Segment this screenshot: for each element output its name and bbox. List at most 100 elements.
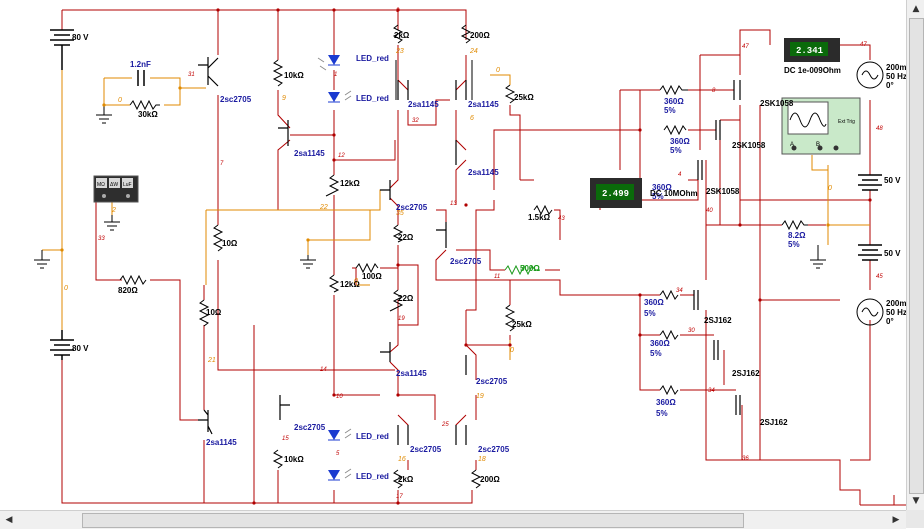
node-35: 35 xyxy=(396,210,404,217)
label-r22-a: 22Ω xyxy=(398,233,414,242)
node-15: 15 xyxy=(282,436,289,442)
label-r360-6: 360Ω xyxy=(656,398,676,407)
label-q2: 2sa1145 xyxy=(294,149,325,158)
node-0-a: 0 xyxy=(118,97,122,104)
voltmeter-top: 2.341 xyxy=(784,38,840,62)
vertical-scrollbar[interactable]: ▲ ▼ xyxy=(906,0,924,510)
label-r10k-a: 10kΩ xyxy=(284,71,304,80)
grounds xyxy=(34,105,826,269)
label-cap: 1.2nF xyxy=(130,60,151,69)
label-scope-b: B xyxy=(816,142,820,148)
label-ac-bot-3: 0° xyxy=(886,317,894,326)
label-r30k: 30kΩ xyxy=(138,110,158,119)
label-ac-bot-2: 50 Hz xyxy=(886,308,906,317)
node-36: 36 xyxy=(742,456,749,462)
transistors xyxy=(198,57,741,445)
label-q3: 2sa1145 xyxy=(408,100,439,109)
label-p5-5: 5% xyxy=(650,349,662,358)
node-0-f: 0 xyxy=(354,278,358,285)
node-10: 10 xyxy=(336,394,343,400)
label-r200-top: 200Ω xyxy=(470,31,490,40)
label-mos6: 2SJ162 xyxy=(760,418,788,427)
label-v50-top: 50 V xyxy=(884,176,901,185)
node-14: 14 xyxy=(320,367,327,373)
node-33: 33 xyxy=(98,236,105,242)
node-47: 47 xyxy=(860,42,867,48)
label-q6: 2sc2705 xyxy=(396,203,428,212)
label-led2: LED_red xyxy=(356,94,389,103)
label-ac-top-1: 200m xyxy=(886,63,906,72)
label-r22-b: 22Ω xyxy=(398,294,414,303)
label-r25k-top: 25kΩ xyxy=(514,93,534,102)
label-mm-3: LuF xyxy=(123,182,132,188)
label-led1: LED_red xyxy=(356,54,389,63)
node-7: 7 xyxy=(220,161,224,167)
label-mos2: 2SK1058 xyxy=(732,141,766,150)
node-40: 40 xyxy=(706,208,713,214)
label-mos4: 2SJ162 xyxy=(704,316,732,325)
node-6: 6 xyxy=(470,115,474,122)
node-3: 3 xyxy=(396,8,400,14)
label-p5-3: 5% xyxy=(652,192,664,201)
label-q12: 2sc2705 xyxy=(410,445,442,454)
black-wires xyxy=(395,60,473,100)
junctions xyxy=(216,8,872,505)
label-v80-bot: 80 V xyxy=(72,344,89,353)
label-q7: 2sc2705 xyxy=(450,257,482,266)
label-v80-top: 80 V xyxy=(72,33,89,42)
label-scope-a: A xyxy=(790,142,794,148)
label-led4: LED_red xyxy=(356,472,389,481)
meter-mid-readout: 2.499 xyxy=(602,189,629,199)
oscilloscope xyxy=(781,97,861,155)
vertical-scroll-thumb[interactable] xyxy=(909,18,924,494)
node-29: 30 xyxy=(688,328,695,334)
label-p5-r: 5% xyxy=(788,240,800,249)
label-ac-bot-1: 200m xyxy=(886,299,906,308)
label-r10-b: 10Ω xyxy=(206,308,222,317)
label-r12k-b: 12kΩ xyxy=(340,280,360,289)
label-r10k-b: 10kΩ xyxy=(284,455,304,464)
node-0-b: 0 xyxy=(828,185,832,192)
node-13: 13 xyxy=(450,201,457,207)
label-r200-bot: 200Ω xyxy=(480,475,500,484)
node-numbers: 31 0 7 9 2 22 23 24 1 33 12 8 6 32 35 13… xyxy=(64,8,883,500)
circuit-diagram: 2.341 2.499 80 V 80 V xyxy=(34,8,907,506)
label-r25k-b: 25kΩ xyxy=(512,320,532,329)
scroll-left-button[interactable]: ◀ xyxy=(5,515,13,525)
label-q11: 2sc2705 xyxy=(294,423,326,432)
label-mm-1: MΩ xyxy=(97,182,105,188)
node-2: 2 xyxy=(111,207,116,214)
scroll-down-button[interactable]: ▼ xyxy=(912,496,920,506)
node-48: 48 xyxy=(876,126,883,132)
horizontal-scrollbar[interactable]: ◀ ▶ xyxy=(0,510,906,529)
node-17: 17 xyxy=(396,494,403,500)
label-r500: 500Ω xyxy=(520,264,540,273)
red-wires xyxy=(61,9,906,506)
node-23: 23 xyxy=(395,48,404,55)
label-r360-4: 360Ω xyxy=(644,298,664,307)
label-p5-1: 5% xyxy=(664,106,676,115)
node-24: 24 xyxy=(469,48,478,55)
voltmeter-mid: 2.499 xyxy=(590,178,642,208)
node-20: 19 xyxy=(398,316,405,322)
label-q9: 2sc2705 xyxy=(476,377,508,386)
scroll-up-button[interactable]: ▲ xyxy=(912,4,920,14)
resistors xyxy=(119,24,808,489)
component-labels: 80 V 80 V 50 V 50 V 1.2nF 30kΩ 820Ω 2sc2… xyxy=(72,31,907,484)
horizontal-scroll-thumb[interactable] xyxy=(82,513,744,528)
label-q5: 2sa1145 xyxy=(468,168,499,177)
capacitor xyxy=(137,70,145,86)
scroll-right-button[interactable]: ▶ xyxy=(892,515,900,525)
label-q8: 2sa1145 xyxy=(396,369,427,378)
node-21: 21 xyxy=(207,357,216,364)
leds xyxy=(317,55,352,481)
label-r1k5: 1.5kΩ xyxy=(528,213,551,222)
label-p5-4: 5% xyxy=(644,309,656,318)
node-11: 11 xyxy=(494,274,500,280)
node-13-b: 19 xyxy=(476,393,484,400)
label-r2k-bot: 2kΩ xyxy=(398,475,414,484)
green-resistor xyxy=(504,264,540,276)
schematic-canvas[interactable]: 2.341 2.499 80 V 80 V xyxy=(0,0,907,510)
label-led3: LED_red xyxy=(356,432,389,441)
label-r100: 100Ω xyxy=(362,272,382,281)
